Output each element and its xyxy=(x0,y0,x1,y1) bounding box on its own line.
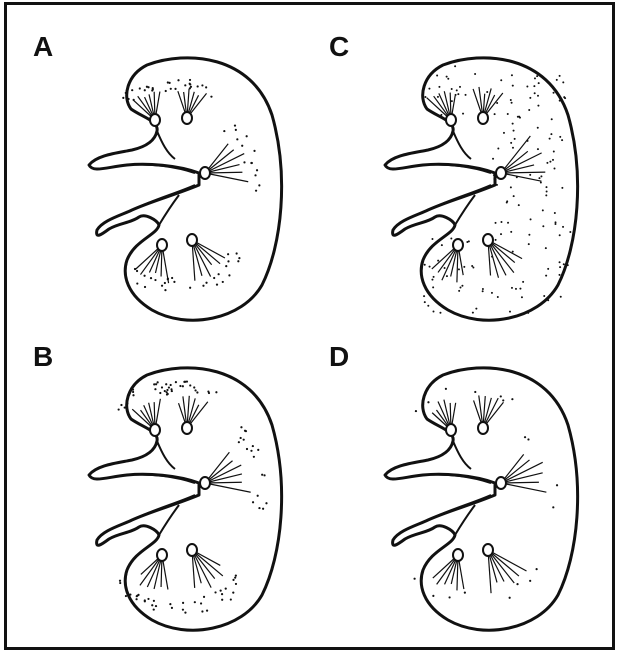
panel-label-a: A xyxy=(33,33,53,61)
papilla xyxy=(187,234,240,289)
papilla xyxy=(200,426,268,510)
papilla xyxy=(200,124,260,191)
kidney-figure: A B C D xyxy=(4,2,615,650)
renal-sinus xyxy=(423,441,491,535)
papilla xyxy=(182,544,237,614)
papilla xyxy=(474,391,514,434)
panel-label-b: B xyxy=(33,343,53,371)
papilla xyxy=(427,91,456,126)
panel-d: D xyxy=(323,335,603,635)
renal-sinus xyxy=(423,131,491,225)
kidney-drawing xyxy=(27,25,307,325)
papilla xyxy=(134,239,176,291)
panel-label-c: C xyxy=(329,33,349,61)
papilla xyxy=(496,436,558,508)
papilla xyxy=(415,388,456,436)
panel-label-d: D xyxy=(329,343,349,371)
renal-sinus xyxy=(127,131,195,225)
papilla xyxy=(496,136,545,181)
papilla xyxy=(119,549,184,611)
kidney-drawing xyxy=(323,25,603,325)
kidney-drawing xyxy=(27,335,307,635)
panel-a: A xyxy=(27,25,307,325)
papilla xyxy=(166,380,218,434)
diffuse-calcifications xyxy=(423,64,571,314)
kidney-drawing xyxy=(323,335,603,635)
panel-b: B xyxy=(27,335,307,635)
renal-sinus xyxy=(127,441,195,535)
papilla xyxy=(169,79,213,124)
papilla xyxy=(483,234,522,278)
panel-c: C xyxy=(323,25,603,325)
papilla xyxy=(483,544,538,599)
